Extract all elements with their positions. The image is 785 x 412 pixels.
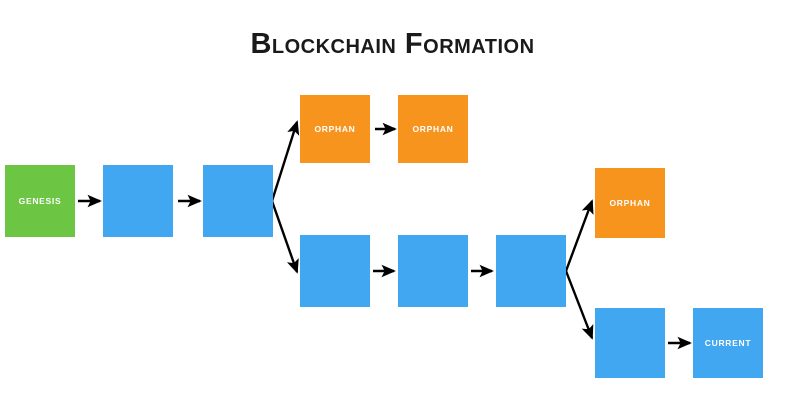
block-orphan-right[interactable]: ORPHAN — [595, 168, 665, 238]
block-block-3[interactable] — [203, 165, 273, 237]
block-label: ORPHAN — [314, 124, 356, 134]
block-orphan-top-2[interactable]: ORPHAN — [398, 95, 468, 163]
block-orphan-top-1[interactable]: ORPHAN — [300, 95, 370, 163]
block-label: GENESIS — [18, 196, 62, 206]
block-block-2[interactable] — [103, 165, 173, 237]
page-title: Blockchain Formation — [250, 28, 535, 60]
edge-fork1-up — [270, 120, 300, 202]
block-label: ORPHAN — [412, 124, 454, 134]
edge-fork2-up — [564, 199, 594, 272]
block-label: CURRENT — [704, 338, 752, 348]
block-current[interactable]: CURRENT — [693, 308, 763, 378]
block-block-6[interactable] — [496, 235, 566, 307]
block-block-7[interactable] — [595, 308, 665, 378]
edge-fork1-down — [270, 200, 299, 274]
block-block-5[interactable] — [398, 235, 468, 307]
block-block-4[interactable] — [300, 235, 370, 307]
edge-fork2-down — [564, 270, 594, 340]
block-label: ORPHAN — [609, 198, 651, 208]
block-genesis[interactable]: GENESIS — [5, 165, 75, 237]
